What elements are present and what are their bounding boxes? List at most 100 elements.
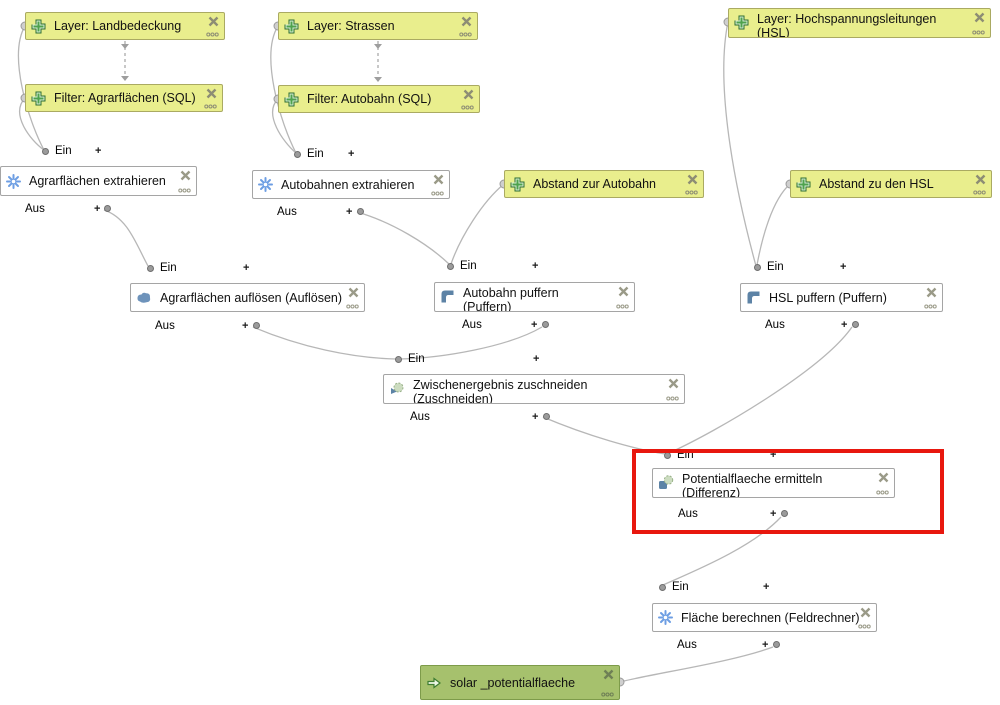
comment-dots-icon[interactable] xyxy=(858,624,871,629)
expand-plus[interactable]: + xyxy=(763,581,770,593)
port-in-zwischenergebnis: Ein+ xyxy=(395,352,539,366)
node-title: Abstand zur Autobahn xyxy=(533,177,657,191)
port-label: Aus xyxy=(25,203,45,215)
output-socket[interactable] xyxy=(357,208,364,215)
comment-dots-icon[interactable] xyxy=(204,104,217,109)
difference-icon xyxy=(658,475,674,490)
expand-plus[interactable]: + xyxy=(348,148,355,160)
collapse-x-icon[interactable] xyxy=(206,88,217,99)
input-socket[interactable] xyxy=(447,263,454,270)
expand-plus[interactable]: + xyxy=(94,203,101,215)
comment-dots-icon[interactable] xyxy=(206,32,219,37)
collapse-x-icon[interactable] xyxy=(926,287,937,298)
collapse-x-icon[interactable] xyxy=(180,170,191,181)
collapse-x-icon[interactable] xyxy=(208,16,219,27)
port-label: Ein xyxy=(672,581,689,593)
output-socket[interactable] xyxy=(104,205,111,212)
expand-plus[interactable]: + xyxy=(841,319,848,331)
node-title: Agrarflächen extrahieren xyxy=(29,174,166,188)
node-title: Layer: Landbedeckung xyxy=(54,19,182,33)
port-in-autobahnen-extrahieren: Ein+ xyxy=(294,147,354,161)
output-socket[interactable] xyxy=(543,413,550,420)
comment-dots-icon[interactable] xyxy=(178,188,191,193)
collapse-x-icon[interactable] xyxy=(668,378,679,389)
node-filter-autobahn[interactable]: Filter: Autobahn (SQL) xyxy=(278,85,480,113)
comment-dots-icon[interactable] xyxy=(973,190,986,195)
node-title: Autobahn puffern (Puffern) xyxy=(463,286,559,312)
node-agrarflaechen-aufloesen[interactable]: Agrarflächen auflösen (Auflösen) xyxy=(130,283,365,312)
collapse-x-icon[interactable] xyxy=(618,286,629,297)
comment-dots-icon[interactable] xyxy=(666,396,679,401)
node-abstand-autobahn[interactable]: Abstand zur Autobahn xyxy=(504,170,704,198)
node-output-solar-potentialflaeche[interactable]: solar _potentialflaeche xyxy=(420,665,620,700)
node-agrarflaechen-extrahieren[interactable]: Agrarflächen extrahieren xyxy=(0,166,197,196)
collapse-x-icon[interactable] xyxy=(975,174,986,185)
node-autobahn-puffern[interactable]: Autobahn puffern (Puffern) xyxy=(434,282,635,312)
comment-dots-icon[interactable] xyxy=(876,490,889,495)
node-filter-agrarflaechen[interactable]: Filter: Agrarflächen (SQL) xyxy=(25,84,223,112)
node-zwischenergebnis-zuschneiden[interactable]: Zwischenergebnis zuschneiden (Zuschneide… xyxy=(383,374,685,404)
input-socket[interactable] xyxy=(294,151,301,158)
clip-icon xyxy=(389,381,405,396)
expand-plus[interactable]: + xyxy=(243,262,250,274)
node-layer-hsl[interactable]: Layer: Hochspannungsleitungen (HSL) xyxy=(728,8,991,38)
collapse-x-icon[interactable] xyxy=(878,472,889,483)
input-socket[interactable] xyxy=(147,265,154,272)
node-autobahnen-extrahieren[interactable]: Autobahnen extrahieren xyxy=(252,170,450,199)
comment-dots-icon[interactable] xyxy=(459,32,472,37)
node-layer-strassen[interactable]: Layer: Strassen xyxy=(278,12,478,40)
expand-plus[interactable]: + xyxy=(770,449,777,461)
port-in-autobahn-puffern: Ein+ xyxy=(447,259,538,273)
expand-plus[interactable]: + xyxy=(95,145,102,157)
node-title: HSL puffern (Puffern) xyxy=(769,290,887,305)
collapse-x-icon[interactable] xyxy=(603,669,614,680)
node-layer-landbedeckung[interactable]: Layer: Landbedeckung xyxy=(25,12,225,40)
output-socket[interactable] xyxy=(542,321,549,328)
add-input-icon xyxy=(734,15,749,30)
expand-plus[interactable]: + xyxy=(532,411,539,423)
port-in-flaeche-berechnen: Ein + xyxy=(659,580,769,594)
output-socket[interactable] xyxy=(253,322,260,329)
collapse-x-icon[interactable] xyxy=(687,174,698,185)
node-hsl-puffern[interactable]: HSL puffern (Puffern) xyxy=(740,283,943,312)
collapse-x-icon[interactable] xyxy=(461,16,472,27)
collapse-x-icon[interactable] xyxy=(348,287,359,298)
output-socket[interactable] xyxy=(852,321,859,328)
expand-plus[interactable]: + xyxy=(840,261,847,273)
port-label: Aus xyxy=(277,206,297,218)
input-socket[interactable] xyxy=(659,584,666,591)
expand-plus[interactable]: + xyxy=(242,320,249,332)
input-socket[interactable] xyxy=(42,148,49,155)
comment-dots-icon[interactable] xyxy=(346,304,359,309)
collapse-x-icon[interactable] xyxy=(860,607,871,618)
add-input-icon xyxy=(31,91,46,106)
comment-dots-icon[interactable] xyxy=(601,692,614,697)
node-potentialflaeche-ermitteln[interactable]: Potentialflaeche ermitteln (Differenz) xyxy=(652,468,895,498)
expand-plus[interactable]: + xyxy=(770,508,777,520)
comment-dots-icon[interactable] xyxy=(924,304,937,309)
port-out-autobahn-puffern: Aus+ xyxy=(462,318,549,332)
expand-plus[interactable]: + xyxy=(762,639,769,651)
node-abstand-hsl[interactable]: Abstand zu den HSL xyxy=(790,170,992,198)
input-socket[interactable] xyxy=(754,264,761,271)
collapse-x-icon[interactable] xyxy=(974,12,985,23)
expand-plus[interactable]: + xyxy=(532,260,539,272)
node-title: Autobahnen extrahieren xyxy=(281,177,415,192)
comment-dots-icon[interactable] xyxy=(616,304,629,309)
expand-plus[interactable]: + xyxy=(531,319,538,331)
comment-dots-icon[interactable] xyxy=(972,30,985,35)
expand-plus[interactable]: + xyxy=(346,206,353,218)
comment-dots-icon[interactable] xyxy=(431,191,444,196)
comment-dots-icon[interactable] xyxy=(685,190,698,195)
output-socket[interactable] xyxy=(773,641,780,648)
node-flaeche-berechnen[interactable]: Fläche berechnen (Feldrechner) xyxy=(652,603,877,632)
output-socket[interactable] xyxy=(781,510,788,517)
expand-plus[interactable]: + xyxy=(533,353,540,365)
collapse-x-icon[interactable] xyxy=(463,89,474,100)
comment-dots-icon[interactable] xyxy=(461,105,474,110)
add-input-icon xyxy=(31,19,46,34)
collapse-x-icon[interactable] xyxy=(433,174,444,185)
gear-icon xyxy=(658,610,673,625)
input-socket[interactable] xyxy=(395,356,402,363)
